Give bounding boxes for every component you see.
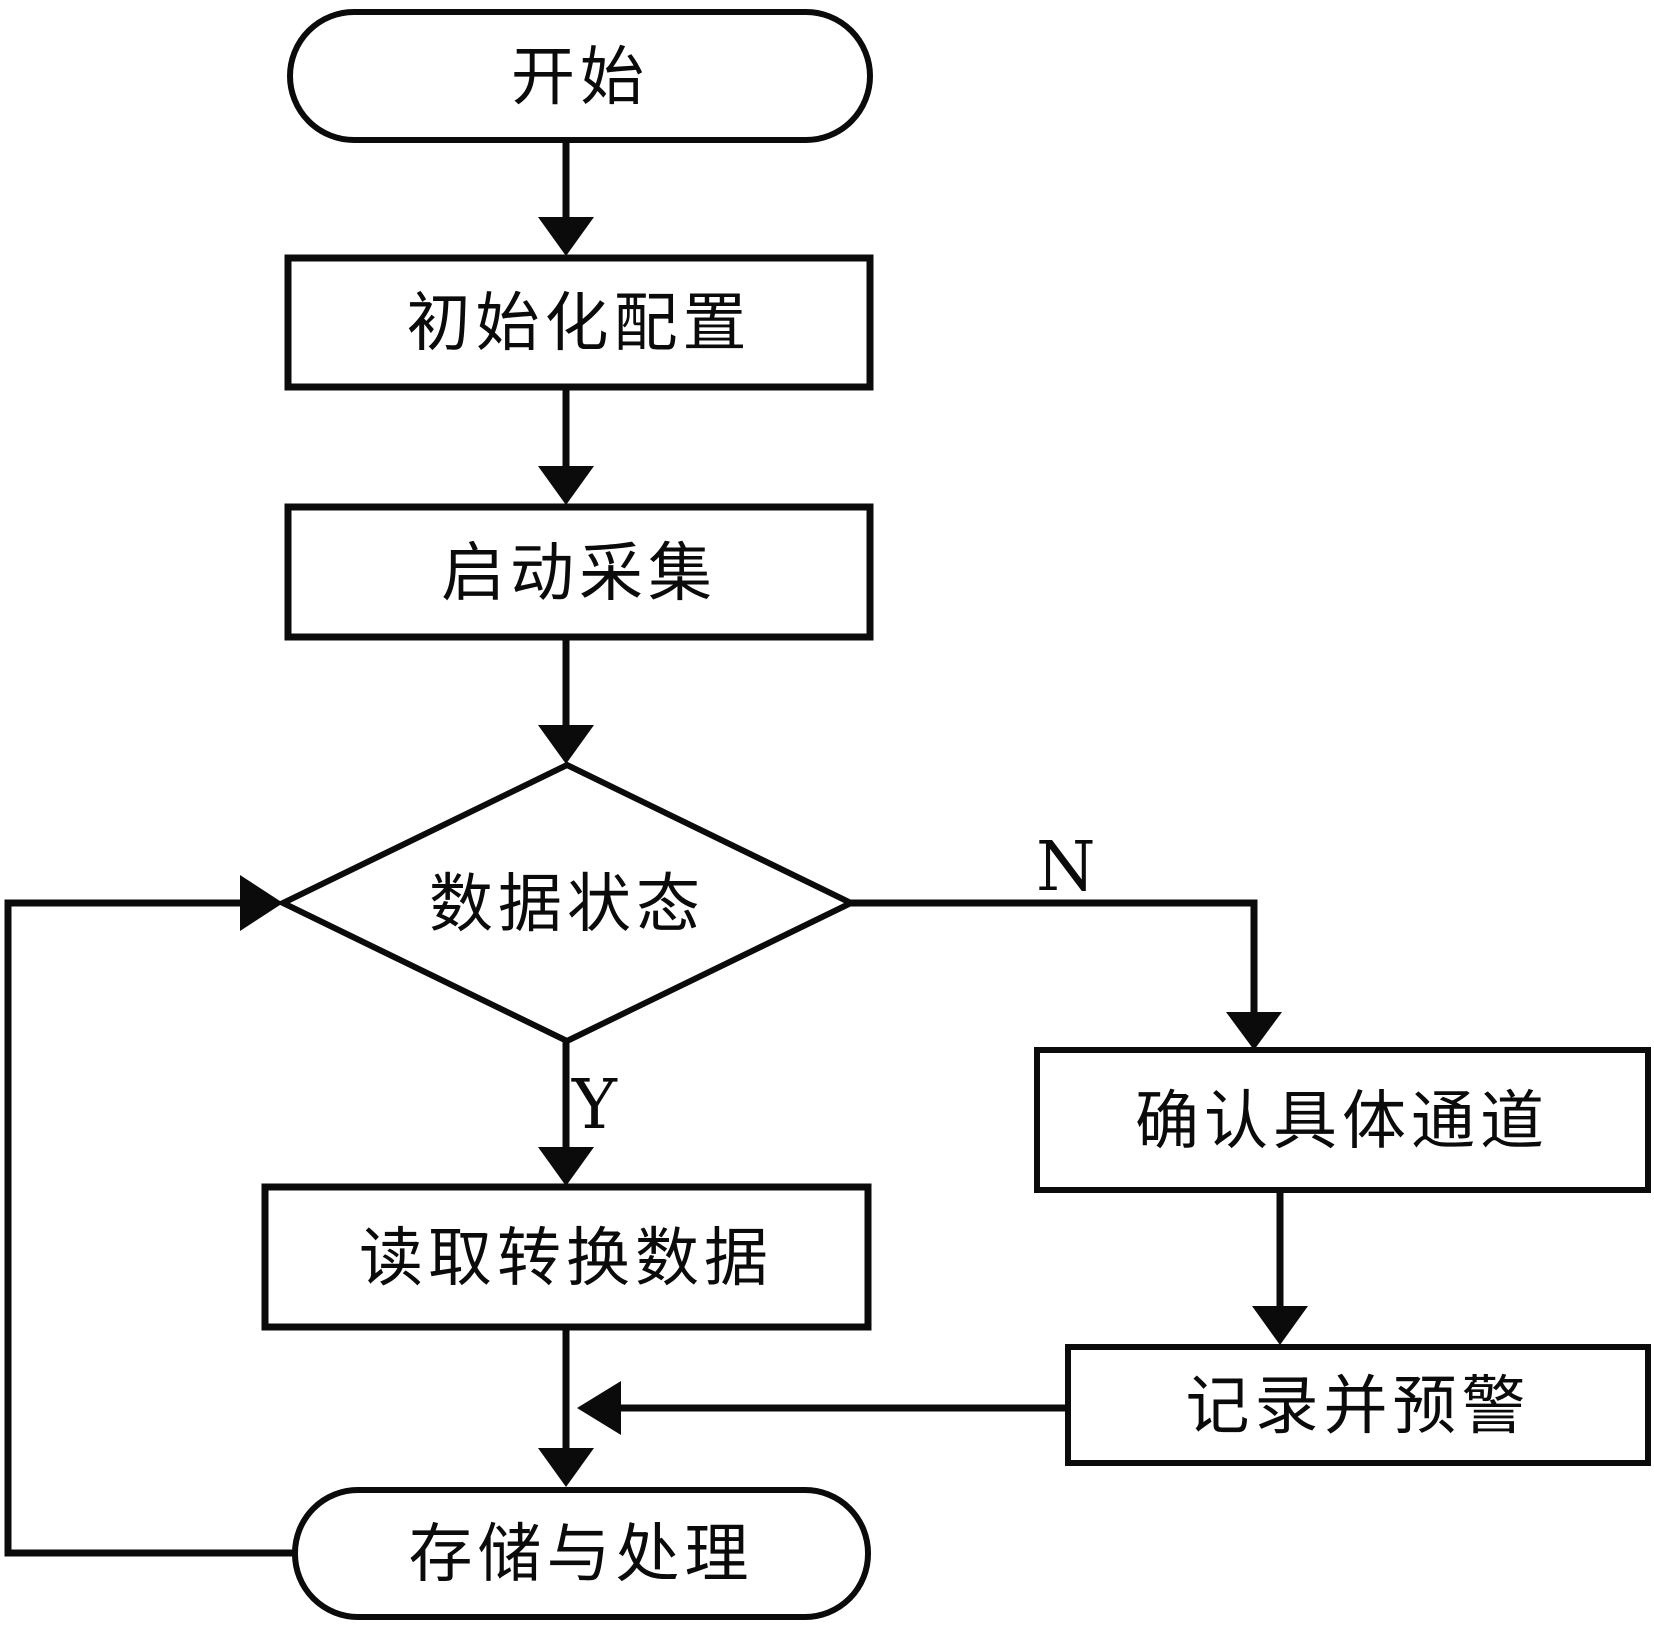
branch-label-no: N [1036, 828, 1096, 907]
node-init-shape [284, 254, 874, 391]
node-store-label: 存储与处理 [409, 1518, 754, 1592]
node-start: 开始 [287, 9, 873, 143]
node-start-shape [287, 9, 873, 143]
node-record-label: 记录并预警 [1186, 1370, 1531, 1444]
node-confirm-shape [1034, 1047, 1651, 1193]
node-collect-label: 启动采集 [441, 537, 717, 611]
node-init-label: 初始化配置 [407, 287, 752, 361]
node-collect: 启动采集 [284, 503, 874, 641]
node-store: 存储与处理 [292, 1487, 871, 1620]
node-store-shape [292, 1487, 871, 1620]
node-read: 读取转换数据 [261, 1183, 872, 1331]
node-init: 初始化配置 [284, 254, 874, 391]
node-start-label: 开始 [511, 41, 649, 115]
arrowhead-status-confirm [1226, 1012, 1282, 1050]
node-status-label: 数据状态 [429, 868, 705, 942]
arrowhead-start-init [538, 217, 594, 256]
arrowhead-status-read [538, 1147, 594, 1186]
node-status: 数据状态 [276, 761, 858, 1045]
node-record-shape [1065, 1344, 1651, 1466]
branch-label-yes: Y [571, 1066, 618, 1145]
node-confirm: 确认具体通道 [1034, 1047, 1651, 1193]
node-confirm-label: 确认具体通道 [1135, 1085, 1549, 1159]
arrowhead-collect-status [538, 725, 594, 764]
edge-status-confirm [851, 899, 1258, 1013]
edges [4, 140, 1308, 1557]
node-read-shape [261, 1183, 872, 1331]
edge-store-status-loop [4, 899, 295, 1557]
node-read-label: 读取转换数据 [359, 1222, 773, 1296]
node-collect-shape [284, 503, 874, 641]
arrowhead-store-status-loop [240, 875, 283, 931]
arrowhead-record-merge [577, 1381, 621, 1435]
arrowhead-init-collect [538, 466, 594, 505]
node-status-shape [276, 761, 858, 1045]
arrowhead-read-store [538, 1448, 594, 1487]
node-record: 记录并预警 [1065, 1344, 1651, 1466]
arrowhead-confirm-record [1252, 1306, 1308, 1345]
